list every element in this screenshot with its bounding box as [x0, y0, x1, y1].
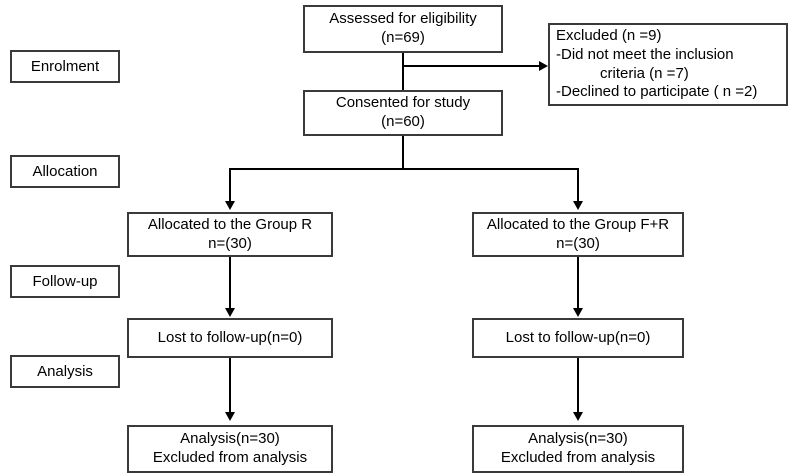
stage-label-allocation: Allocation — [10, 155, 120, 188]
excluded-line-1: Excluded (n =9) — [556, 26, 662, 44]
stage-label-analysis-text: Analysis — [37, 363, 93, 380]
assessed-line-1: Assessed for eligibility — [329, 10, 477, 28]
lost-followup-group-f-plus-r-line-1: Lost to follow-up(n=0) — [505, 328, 651, 346]
connector-split-to-group-r — [229, 168, 231, 203]
consented-line-1: Consented for study — [335, 94, 471, 112]
connector-split-to-group-f-plus-r — [577, 168, 579, 203]
analysis-group-r-line-1: Analysis(n=30) — [180, 430, 280, 448]
connector-group-f-plus-r-allocation-to-followup — [577, 257, 579, 311]
allocated-group-r-line-2: n=(30) — [208, 234, 252, 252]
lost-followup-group-r-line-1: Lost to follow-up(n=0) — [157, 328, 303, 346]
box-consented-for-study: Consented for study (n=60) — [303, 90, 503, 136]
box-allocated-group-r: Allocated to the Group R n=(30) — [127, 212, 333, 257]
stage-label-enrolment-text: Enrolment — [30, 58, 100, 75]
stage-label-followup-text: Follow-up — [32, 273, 98, 290]
box-assessed-for-eligibility: Assessed for eligibility (n=69) — [303, 5, 503, 53]
box-excluded: Excluded (n =9) -Did not meet the inclus… — [548, 23, 788, 106]
stage-label-followup: Follow-up — [10, 265, 120, 298]
connector-group-r-allocation-to-followup — [229, 257, 231, 311]
box-analysis-group-f-plus-r: Analysis(n=30) Excluded from analysis — [472, 425, 684, 473]
arrow-down-icon-group-r-analysis — [225, 412, 235, 421]
connector-consented-stem — [402, 136, 404, 170]
analysis-group-r-line-2: Excluded from analysis — [152, 449, 308, 466]
excluded-line-3: criteria (n =7) — [600, 64, 689, 82]
analysis-group-f-plus-r-line-2: Excluded from analysis — [500, 449, 656, 466]
box-lost-to-followup-group-r: Lost to follow-up(n=0) — [127, 318, 333, 358]
allocated-group-r-line-1: Allocated to the Group R — [147, 215, 313, 233]
stage-label-allocation-text: Allocation — [32, 163, 98, 180]
analysis-group-f-plus-r-line-1: Analysis(n=30) — [528, 430, 628, 448]
allocated-group-f-plus-r-line-1: Allocated to the Group F+R — [486, 215, 670, 233]
connector-group-f-plus-r-followup-to-analysis — [577, 358, 579, 414]
connector-group-r-followup-to-analysis — [229, 358, 231, 414]
assessed-line-2: (n=69) — [381, 29, 425, 46]
arrow-down-icon-group-r-followup — [225, 308, 235, 317]
arrow-down-icon-group-f-plus-r-followup — [573, 308, 583, 317]
arrow-down-icon-to-group-f-plus-r — [573, 201, 583, 210]
arrow-down-icon-group-f-plus-r-analysis — [573, 412, 583, 421]
allocated-group-f-plus-r-line-2: n=(30) — [556, 234, 600, 252]
arrow-down-icon-to-group-r — [225, 201, 235, 210]
consented-line-2: (n=60) — [381, 113, 425, 130]
box-lost-to-followup-group-f-plus-r: Lost to follow-up(n=0) — [472, 318, 684, 358]
connector-assessed-to-excluded — [402, 65, 539, 67]
box-allocated-group-f-plus-r: Allocated to the Group F+R n=(30) — [472, 212, 684, 257]
stage-label-analysis: Analysis — [10, 355, 120, 388]
box-analysis-group-r: Analysis(n=30) Excluded from analysis — [127, 425, 333, 473]
stage-label-enrolment: Enrolment — [10, 50, 120, 83]
connector-allocation-split-bar — [229, 168, 579, 170]
arrow-right-icon-to-excluded — [539, 61, 548, 71]
excluded-line-2: -Did not meet the inclusion — [556, 45, 734, 63]
connector-assessed-to-consented — [402, 53, 404, 90]
excluded-line-4: -Declined to participate ( n =2) — [556, 83, 758, 101]
